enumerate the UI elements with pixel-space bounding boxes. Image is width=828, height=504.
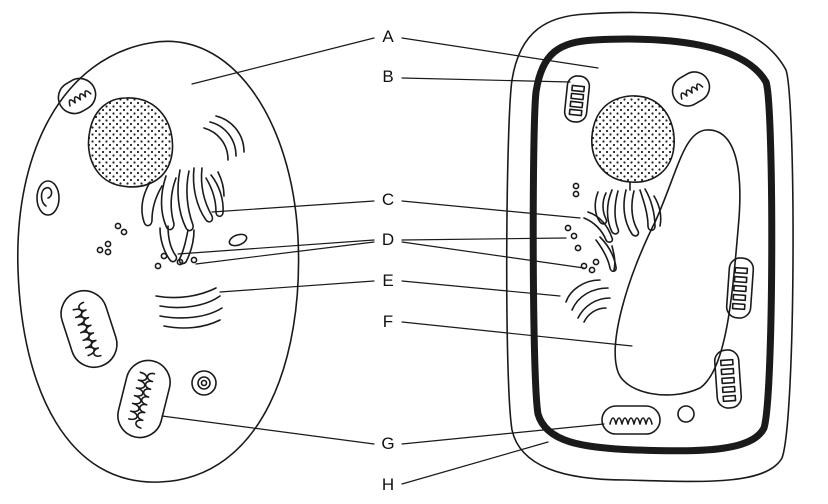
plant-vacuole — [614, 129, 741, 396]
plant-small-vesicle — [677, 405, 695, 423]
label-f: F — [382, 312, 394, 331]
plant-chloroplast-top — [563, 75, 591, 123]
plant-mitochondrion-top — [671, 71, 711, 107]
plant-endoplasmic-reticulum — [583, 181, 662, 273]
label-e: E — [382, 271, 394, 290]
leader-lines — [161, 37, 633, 485]
animal-cell-membrane — [17, 40, 300, 483]
plant-chloroplast-right-upper — [725, 257, 755, 319]
label-g: G — [381, 434, 395, 453]
leader-d-right-2 — [401, 241, 585, 269]
leader-d-right-1 — [401, 237, 567, 241]
label-c: C — [381, 190, 395, 209]
plant-golgi — [565, 279, 611, 323]
label-d: D — [381, 230, 395, 249]
leader-g-left — [161, 415, 375, 445]
leader-e-right — [401, 280, 561, 297]
leader-b — [401, 77, 571, 83]
plant-nucleus — [591, 95, 675, 183]
animal-mitochondrion-small — [57, 77, 97, 115]
leader-e-left — [219, 280, 375, 293]
plant-cell-wall — [505, 11, 794, 483]
animal-mitochondrion-bottom — [117, 359, 171, 439]
animal-lysosome — [36, 180, 60, 216]
animal-centriole — [191, 370, 217, 396]
animal-nucleus — [87, 97, 174, 188]
animal-golgi-top — [203, 115, 245, 161]
leader-g-right — [401, 423, 605, 445]
animal-endoplasmic-reticulum — [141, 167, 225, 265]
leader-a-right — [401, 37, 599, 69]
leader-f — [401, 321, 633, 347]
animal-golgi — [155, 287, 223, 329]
plant-chloroplast-right-lower — [713, 349, 743, 409]
label-a: A — [382, 27, 394, 46]
leader-a-left — [191, 37, 375, 85]
plant-vesicles — [564, 182, 600, 274]
leader-c-left — [211, 200, 375, 213]
leader-c-right — [401, 200, 581, 219]
label-h: H — [381, 475, 395, 494]
animal-small-vesicle — [228, 233, 248, 247]
leader-h — [401, 441, 549, 485]
animal-mitochondrion-left — [60, 289, 118, 369]
plant-mitochondrion-bottom — [601, 405, 661, 435]
label-b: B — [382, 67, 394, 86]
animal-vesicles — [96, 222, 198, 270]
leader-d-left-1 — [177, 239, 375, 255]
leader-d-left-2 — [195, 241, 375, 265]
plant-cell-membrane — [529, 35, 776, 455]
